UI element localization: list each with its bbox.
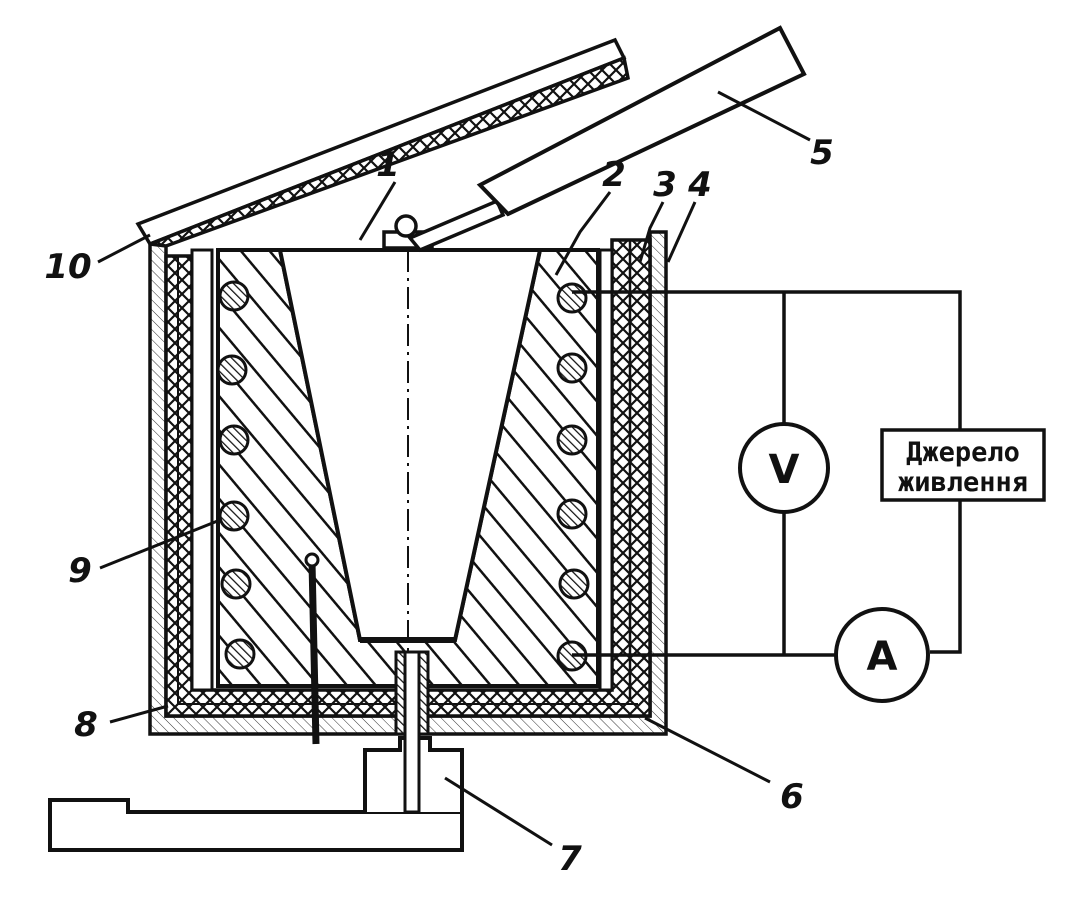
callout-numbers: 1 2 3 4 5 6 7 8 9 10: [44, 133, 834, 879]
leader-6: [644, 716, 771, 784]
leader-9: [99, 518, 221, 570]
drain-pipe: [394, 650, 430, 814]
leader-8: [109, 704, 169, 724]
leader-2: [554, 191, 612, 276]
leader-4: [666, 201, 697, 263]
leader-5: [717, 90, 811, 142]
callout-8: 8: [74, 705, 98, 745]
callout-10: 10: [44, 247, 91, 287]
callout-4: 4: [687, 165, 712, 205]
power-source-line2: живлення: [898, 467, 1028, 498]
callout-9: 9: [68, 551, 92, 591]
leader-10: [97, 233, 151, 264]
voltmeter: V: [738, 422, 830, 514]
callout-1: 1: [376, 145, 400, 185]
electrical-circuit: [572, 290, 962, 657]
power-source: Джерело живлення: [880, 428, 1046, 502]
callout-7: 7: [558, 839, 582, 879]
thermocouple: [304, 552, 320, 745]
voltmeter-label: V: [769, 447, 800, 493]
crucible: [277, 248, 543, 800]
leader-1: [358, 181, 397, 241]
inner-gap: [190, 248, 614, 692]
callout-5: 5: [810, 133, 834, 173]
leader-7: [444, 776, 553, 847]
leader-lines: [97, 90, 811, 847]
callout-6: 6: [780, 777, 804, 817]
hydraulic-actuator: [407, 25, 807, 253]
power-source-line1: Джерело: [906, 437, 1020, 468]
callout-2: 2: [602, 155, 626, 195]
lid: [135, 37, 631, 248]
ammeter-label: A: [867, 634, 898, 680]
ammeter: A: [834, 607, 930, 703]
heating-coil: [216, 280, 590, 672]
leader-3: [638, 201, 665, 263]
callout-3: 3: [653, 165, 677, 205]
